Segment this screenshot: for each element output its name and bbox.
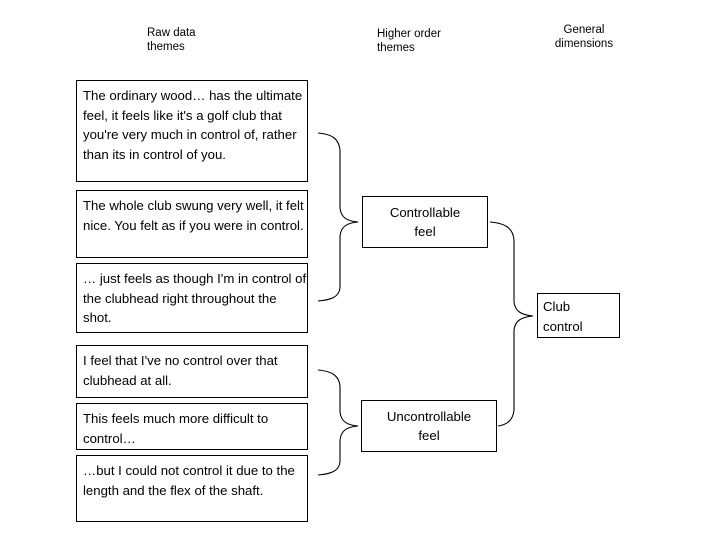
raw-data-theme-box[interactable]: I feel that I've no control over that cl… [76,345,308,398]
raw-data-theme-box[interactable]: The ordinary wood… has the ultimate feel… [76,80,308,182]
column-header-raw-data-themes: Raw data themes [147,27,196,53]
column-header-higher-order-themes: Higher order themes [377,28,441,54]
raw-data-theme-text: The whole club swung very well, it felt … [83,198,304,233]
brace-raw-to-uncontrollable-icon [317,369,359,476]
raw-data-theme-box[interactable]: … just feels as though I'm in control of… [76,263,308,333]
brace-raw-to-controllable-icon [317,132,359,302]
general-dimension-box-club-control[interactable]: Club control [537,293,620,338]
general-dimension-text: Club control [543,299,583,334]
higher-order-theme-box-uncontrollable-feel[interactable]: Uncontrollable feel [361,400,497,452]
raw-data-theme-box[interactable]: The whole club swung very well, it felt … [76,190,308,258]
higher-order-theme-text: Controllable feel [389,204,461,240]
raw-data-theme-text: The ordinary wood… has the ultimate feel… [83,88,303,162]
raw-data-theme-text: …but I could not control it due to the l… [83,463,295,498]
raw-data-theme-box[interactable]: This feels much more difficult to contro… [76,403,308,450]
column-header-general-dimensions: General dimensions [554,24,614,50]
raw-data-theme-box[interactable]: …but I could not control it due to the l… [76,455,308,522]
raw-data-theme-text: This feels much more difficult to contro… [83,411,269,446]
raw-data-theme-text: … just feels as though I'm in control of… [83,271,307,325]
brace-themes-to-club-control-icon [489,221,534,427]
higher-order-theme-text: Uncontrollable feel [386,408,472,444]
raw-data-theme-text: I feel that I've no control over that cl… [83,353,278,388]
higher-order-theme-box-controllable-feel[interactable]: Controllable feel [362,196,488,248]
